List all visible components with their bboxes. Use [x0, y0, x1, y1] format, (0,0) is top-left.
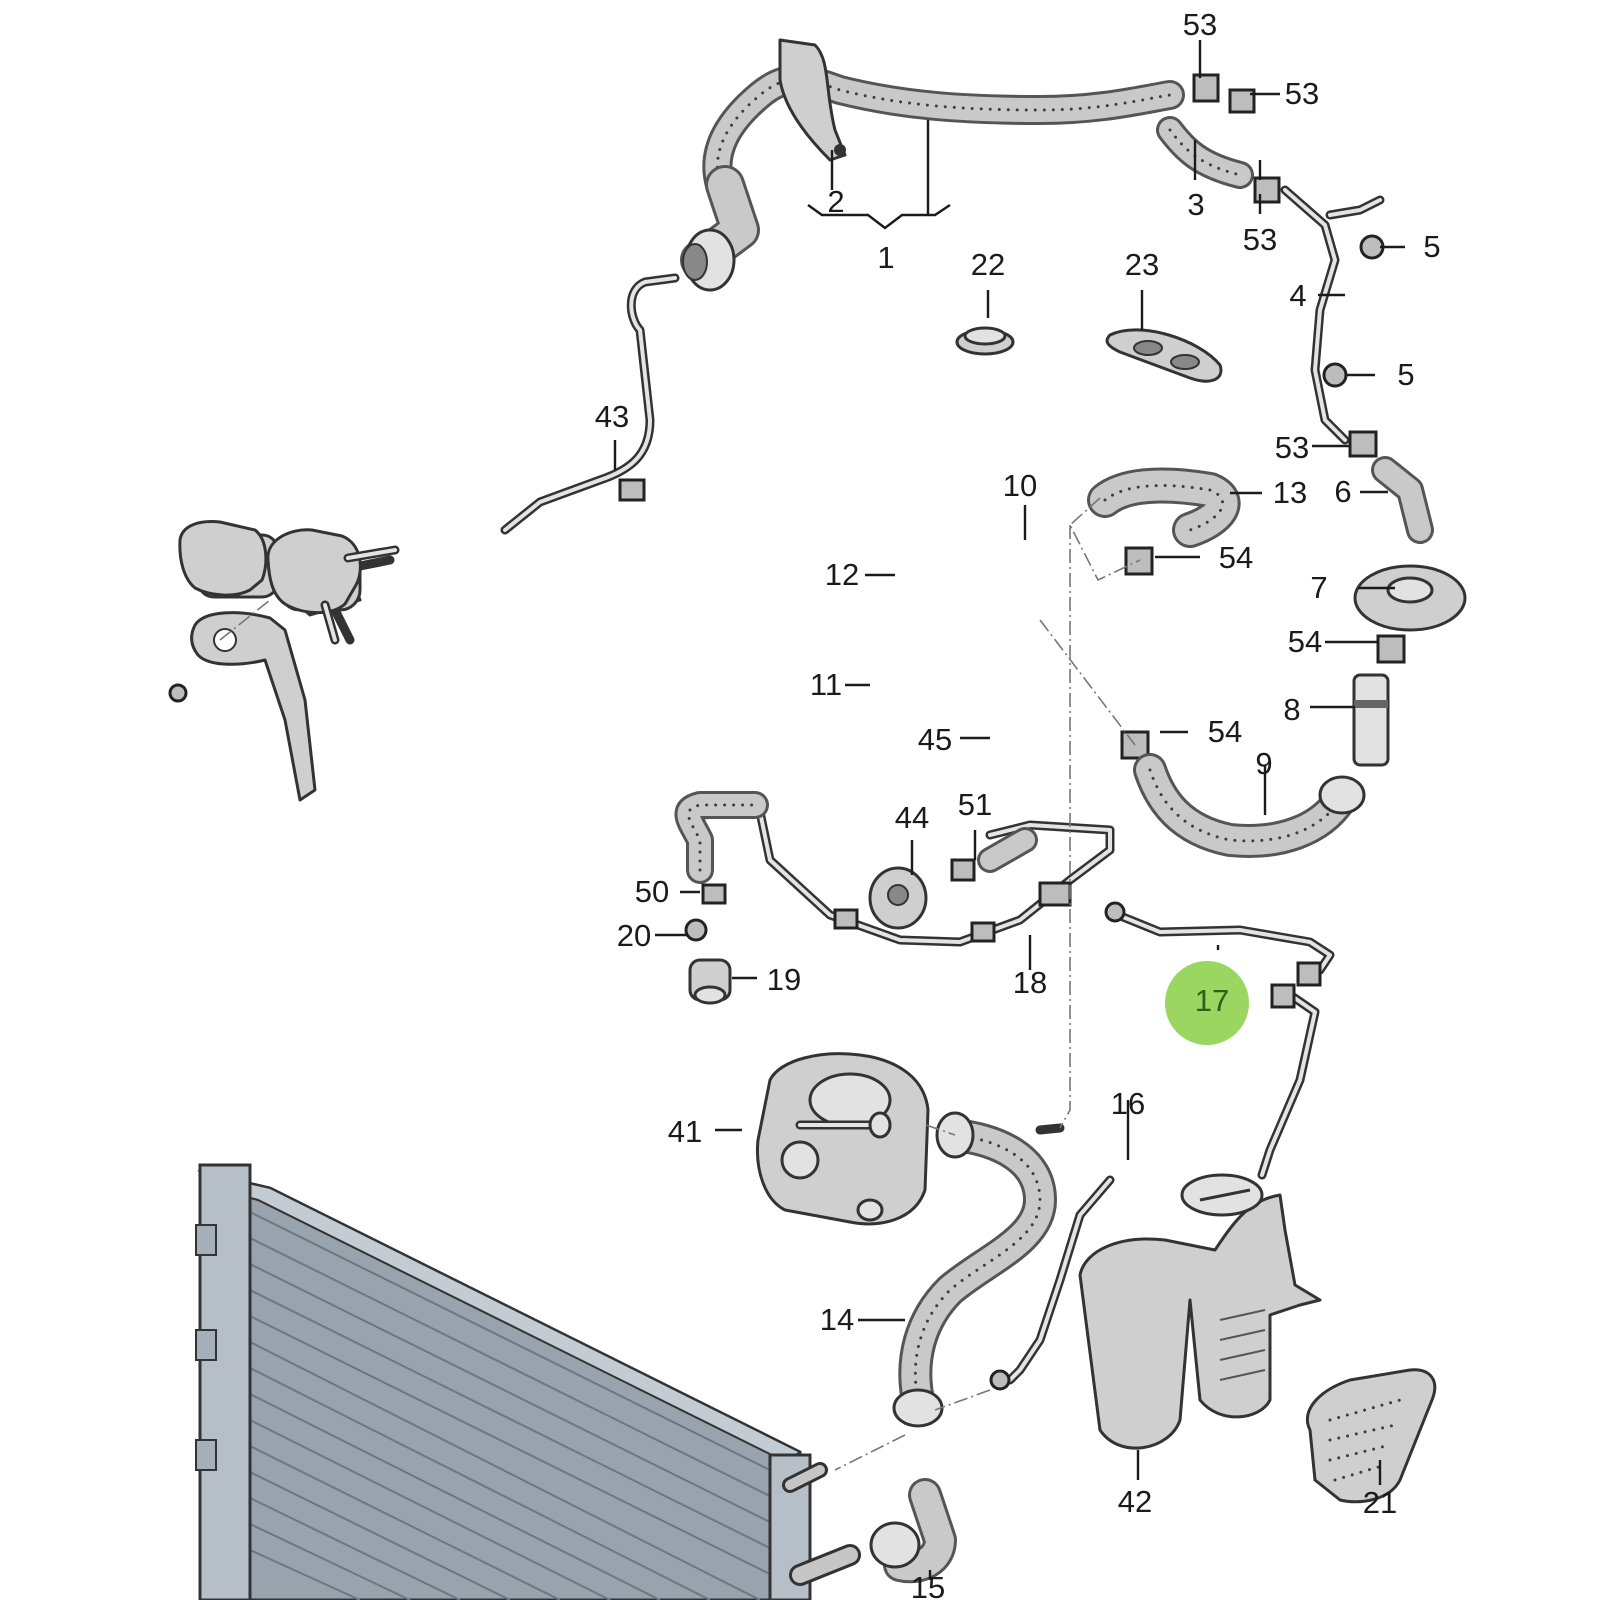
label-54-lower: 54: [1208, 714, 1242, 749]
label-1: 1: [877, 240, 894, 275]
label-43: 43: [595, 399, 629, 434]
label-53-top: 53: [1183, 7, 1217, 42]
part-1-upper-coolant-hose: [680, 38, 1185, 292]
label-7: 7: [1310, 570, 1327, 605]
label-5-lower: 5: [1397, 357, 1414, 392]
label-5-upper: 5: [1423, 229, 1440, 264]
connection-dash-lines: [219, 497, 1141, 1471]
part-50-hose: [674, 791, 769, 905]
label-12: 12: [825, 557, 859, 592]
label-21: 21: [1363, 1485, 1397, 1520]
part-5-nut-upper: [1359, 234, 1385, 260]
part-10-coolant-pump: [266, 528, 400, 645]
part-2-bracket: [834, 144, 846, 156]
label-4: 4: [1289, 278, 1306, 313]
label-53-lower: 53: [1275, 430, 1309, 465]
part-21-cover: [1305, 1368, 1437, 1504]
label-14: 14: [820, 1302, 854, 1337]
label-53-mid: 53: [1243, 222, 1277, 257]
label-22: 22: [971, 247, 1005, 282]
part-54-clamps: [1120, 546, 1406, 760]
part-7-seal: [1353, 564, 1467, 632]
label-18: 18: [1013, 965, 1047, 1000]
label-41: 41: [668, 1114, 702, 1149]
part-8-connector: [1352, 673, 1390, 767]
label-10: 10: [1003, 468, 1037, 503]
part-16-vent-pipe: [989, 983, 1320, 1391]
label-9: 9: [1255, 746, 1272, 781]
label-45: 45: [918, 722, 952, 757]
part-22-grommet: [955, 326, 1015, 356]
label-11: 11: [810, 667, 842, 702]
label-23: 23: [1125, 247, 1159, 282]
label-54-top: 54: [1219, 540, 1253, 575]
label-54-right: 54: [1288, 624, 1322, 659]
label-3: 3: [1187, 187, 1204, 222]
label-13: 13: [1273, 475, 1307, 510]
part-45-bracket: [190, 611, 317, 802]
label-50: 50: [635, 874, 669, 909]
part-13-hose: [1087, 467, 1241, 548]
part-5-nut-lower: [1322, 362, 1348, 388]
part-17-coolant-pipe: [1104, 901, 1335, 987]
label-53-right: 53: [1285, 76, 1319, 111]
label-17: 17: [1195, 983, 1229, 1018]
label-51: 51: [958, 787, 992, 822]
part-15-hose-elbow: [869, 1478, 957, 1584]
part-44-sensor: [868, 866, 928, 930]
label-2: 2: [827, 184, 844, 219]
part-3-hose: [1156, 116, 1254, 189]
label-15: 15: [911, 1570, 945, 1600]
part-43-coolant-pipe: [500, 273, 680, 535]
label-20: 20: [617, 918, 651, 953]
part-14-coolant-hose: [892, 1111, 1065, 1428]
label-16: 16: [1111, 1086, 1145, 1121]
part-18-coolant-pipe: [695, 807, 1115, 947]
label-42: 42: [1118, 1484, 1152, 1519]
part-19-fitting: [688, 958, 732, 1005]
radiator: [195, 1163, 861, 1600]
leader-lines: [613, 40, 1405, 1580]
part-11-bolt: [168, 683, 188, 703]
part-9-hose: [1133, 753, 1366, 858]
part-53-clips: [1192, 73, 1378, 458]
part-6-hose: [1371, 456, 1434, 544]
part-23-seal-plate: [1105, 328, 1223, 383]
highlight-17: [1165, 961, 1249, 1045]
label-6: 6: [1334, 474, 1351, 509]
label-19: 19: [767, 962, 801, 997]
part-12-cover: [178, 520, 268, 597]
part-20-bolt: [684, 918, 708, 942]
part-4-pipe: [1280, 185, 1385, 445]
part-51-hose: [950, 827, 1038, 882]
label-44: 44: [895, 800, 929, 835]
part-41-thermostat-housing: [755, 1052, 930, 1226]
part-42-expansion-tank: [1078, 1173, 1322, 1450]
label-8: 8: [1283, 692, 1300, 727]
part-labels: 1 2 3 4 5 5 6 7 8 9 10 11 12 13 14 15 16…: [595, 7, 1441, 1600]
